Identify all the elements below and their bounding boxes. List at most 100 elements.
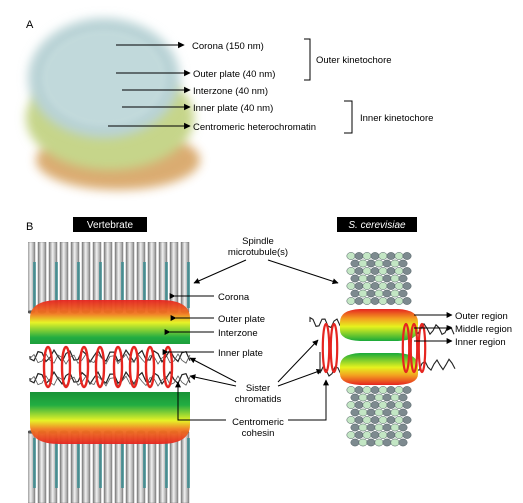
- tubulin-subunit: [374, 408, 384, 417]
- vertebrate-arrows: [162, 293, 214, 355]
- tubulin-subunit: [354, 416, 364, 424]
- label-inner-plate-a: Inner plate (40 nm): [193, 103, 273, 114]
- tubulin-subunit: [394, 431, 404, 439]
- tubulin-subunit: [390, 423, 400, 432]
- tubulin-subunit: [374, 274, 384, 283]
- tubulin-subunit: [374, 289, 384, 298]
- tubulin-subunit: [358, 274, 368, 283]
- tubulin-subunit: [346, 416, 356, 424]
- tubulin-subunit: [370, 431, 380, 439]
- tubulin-subunit: [378, 282, 388, 290]
- tubulin-subunit: [378, 297, 388, 305]
- cohesin-ring: [162, 345, 174, 389]
- tubulin-subunit: [382, 423, 392, 432]
- tubulin-subunit: [358, 438, 368, 447]
- spindle-arrow-left: [193, 259, 247, 284]
- tubulin-subunit: [350, 438, 360, 447]
- tubulin-subunit: [390, 438, 400, 447]
- tubulin-subunit: [362, 416, 372, 424]
- cohesin-ring: [94, 345, 106, 389]
- tubulin-subunit: [390, 289, 400, 298]
- tubulin-subunit: [402, 386, 412, 394]
- label-outer-kinetochore: Outer kinetochore: [316, 55, 392, 66]
- inner-kinetochore-bracket: [344, 100, 353, 134]
- label-inner-region: Inner region: [455, 337, 506, 348]
- tubulin-subunit: [354, 297, 364, 305]
- tubulin-subunit: [366, 259, 376, 268]
- tubulin-subunit: [346, 386, 356, 394]
- tubulin-subunit: [398, 408, 408, 417]
- tubulin-subunit: [382, 393, 392, 402]
- tubulin-subunit: [362, 267, 372, 275]
- tubulin-subunit: [370, 386, 380, 394]
- label-sister-line2: chromatids: [235, 394, 282, 405]
- cohesin-ring: [144, 345, 156, 389]
- tubulin-subunit: [378, 252, 388, 260]
- tubulin-subunit: [370, 401, 380, 409]
- tubulin-subunit: [346, 282, 356, 290]
- vertebrate-kinetochore: [28, 242, 191, 503]
- tubulin-subunit: [354, 267, 364, 275]
- tubulin-subunit: [346, 297, 356, 305]
- tubulin-subunit: [370, 282, 380, 290]
- tubulin-subunit: [390, 408, 400, 417]
- tubulin-subunit: [378, 267, 388, 275]
- label-spindle-line1: Spindle: [242, 236, 274, 247]
- tubulin-subunit: [366, 289, 376, 298]
- cohesin-ring: [42, 345, 54, 389]
- tubulin-subunit: [362, 297, 372, 305]
- tubulin-subunit: [362, 252, 372, 260]
- tubulin-subunit: [390, 259, 400, 268]
- kinetochore-blur-illustration: [26, 18, 200, 190]
- yeast-microtubule-bottom: [346, 386, 412, 447]
- tubulin-subunit: [386, 282, 396, 290]
- label-spindle-line2: microtubule(s): [228, 247, 288, 258]
- tubulin-subunit: [394, 416, 404, 424]
- label-interzone-a: Interzone (40 nm): [193, 86, 268, 97]
- tubulin-subunit: [394, 401, 404, 409]
- cohesin-ring: [112, 345, 124, 389]
- tubulin-subunit: [394, 252, 404, 260]
- tubulin-subunit: [350, 408, 360, 417]
- tubulin-subunit: [402, 297, 412, 305]
- sister-arrow-right-b: [277, 369, 323, 387]
- tubulin-subunit: [350, 289, 360, 298]
- tubulin-subunit: [374, 259, 384, 268]
- yeast-upper-plate: [340, 309, 418, 341]
- tubulin-subunit: [350, 259, 360, 268]
- cohesin-ring: [417, 322, 427, 374]
- tubulin-subunit: [354, 386, 364, 394]
- tubulin-subunit: [386, 252, 396, 260]
- tubulin-subunit: [366, 438, 376, 447]
- tubulin-subunit: [350, 393, 360, 402]
- tubulin-subunit: [358, 408, 368, 417]
- tubulin-subunit: [378, 386, 388, 394]
- tubulin-subunit: [362, 401, 372, 409]
- sister-arrow-left-a: [189, 357, 237, 383]
- label-outer-plate-b: Outer plate: [218, 314, 265, 325]
- tubulin-subunit: [394, 282, 404, 290]
- yeast-lower-plate: [340, 353, 418, 385]
- tubulin-subunit: [346, 431, 356, 439]
- cohesin-ring: [329, 322, 339, 374]
- tubulin-subunit: [374, 393, 384, 402]
- tubulin-subunit: [382, 438, 392, 447]
- tubulin-subunit: [362, 282, 372, 290]
- cohesin-ring: [321, 322, 331, 374]
- tubulin-subunit: [354, 431, 364, 439]
- cohesin-ring: [60, 345, 72, 389]
- label-outer-plate-a: Outer plate (40 nm): [193, 69, 275, 80]
- vertebrate-header-box: [73, 217, 147, 232]
- microtubule: [37, 242, 47, 313]
- tubulin-subunit: [370, 297, 380, 305]
- label-corona-a: Corona (150 nm): [192, 41, 264, 52]
- vertebrate-microtubules: [28, 242, 190, 503]
- tubulin-subunit: [382, 259, 392, 268]
- tubulin-subunit: [390, 393, 400, 402]
- tubulin-subunit: [358, 259, 368, 268]
- microtubule: [37, 431, 47, 503]
- tubulin-subunit: [370, 416, 380, 424]
- yeast-cohesin-rings: [321, 322, 427, 374]
- panel-b-letter: B: [26, 221, 33, 233]
- tubulin-subunit: [370, 252, 380, 260]
